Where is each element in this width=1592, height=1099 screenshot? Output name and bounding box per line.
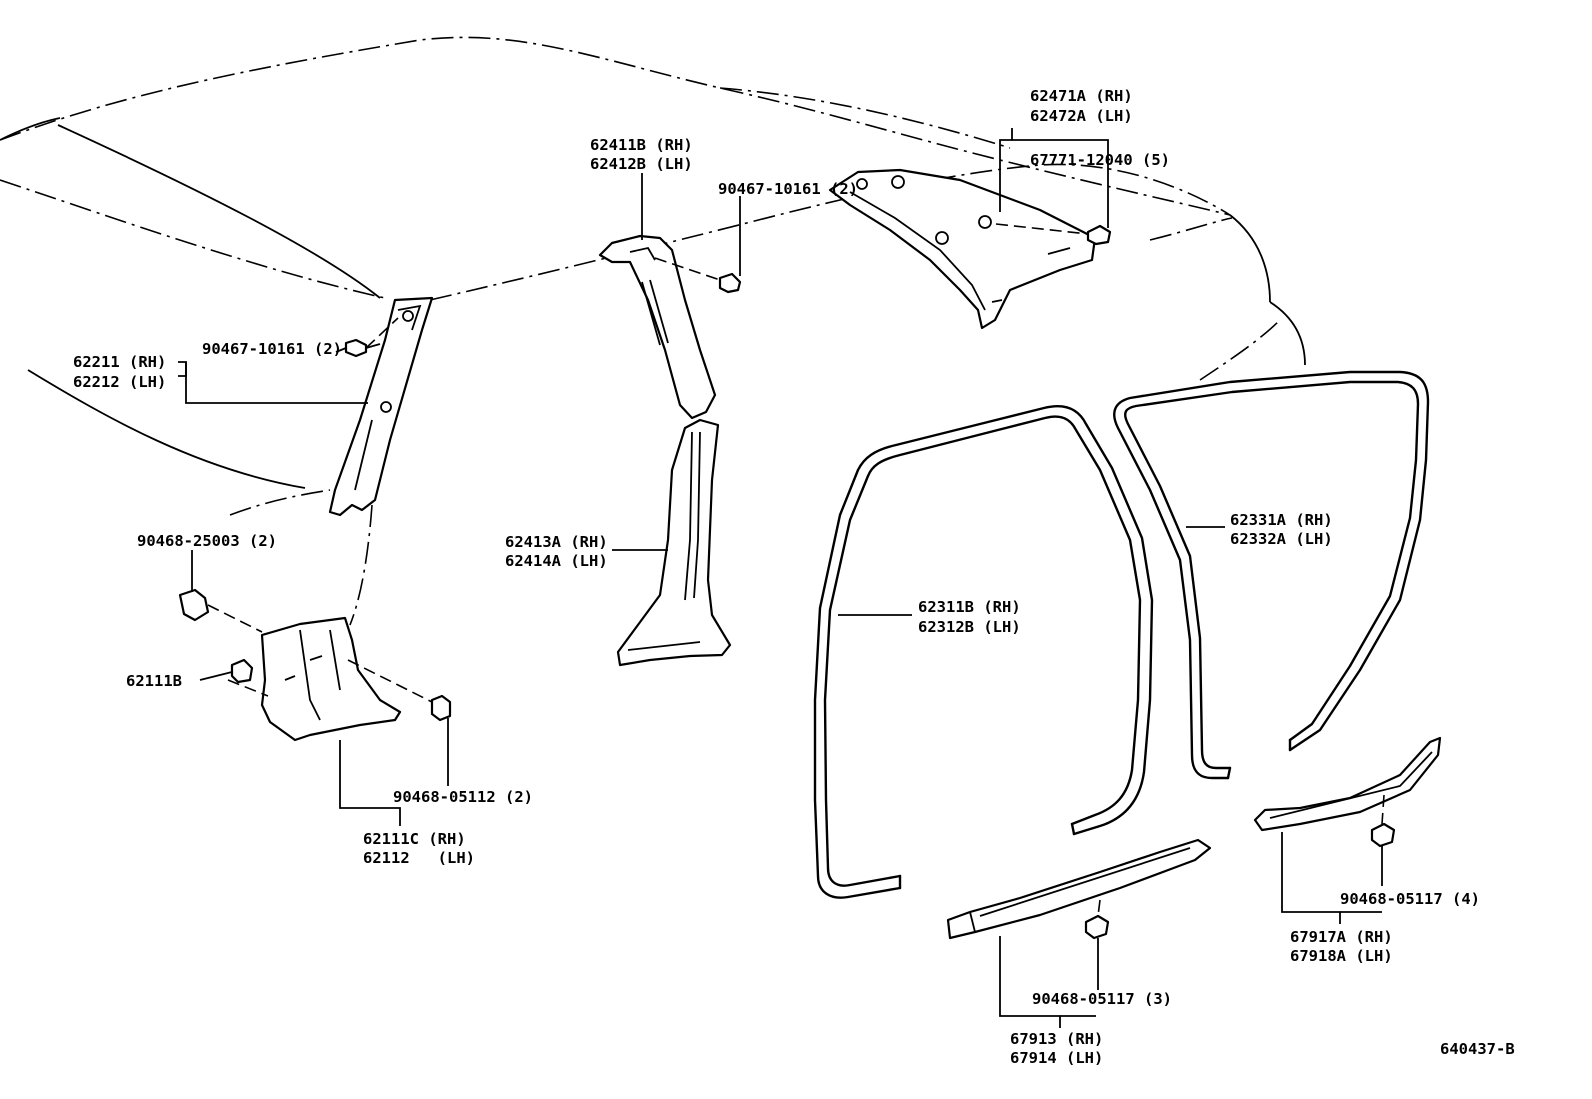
front-scuff-clip (1084, 914, 1110, 940)
label-rear-scuff-lh: 67918A (LH) (1290, 947, 1393, 965)
label-front-scuff-clip: 90468-05117 (3) (1032, 990, 1172, 1008)
label-clip-center: 90467-10161 (2) (718, 180, 858, 198)
front-scuff-plate (946, 838, 1212, 940)
center-pillar-upper-garnish (598, 234, 717, 420)
label-roof-side-rh: 62471A (RH) (1030, 87, 1133, 105)
cowl-clip-25003-guide (207, 604, 263, 633)
label-rear-weatherstrip-rh: 62331A (RH) (1230, 511, 1333, 529)
label-front-pillar-lh: 62212 (LH) (73, 373, 166, 391)
label-center-upper-rh: 62411B (RH) (590, 136, 693, 154)
label-front-scuff-rh: 67913 (RH) (1010, 1030, 1103, 1048)
rear-door-weatherstrip (1113, 370, 1430, 780)
label-front-pillar-rh: 62211 (RH) (73, 353, 166, 371)
label-rear-scuff-rh: 67917A (RH) (1290, 928, 1393, 946)
cowl-clip-05112-guide (347, 659, 433, 703)
label-cowl-rh: 62111C (RH) (363, 830, 466, 848)
roof-side-clip (1086, 224, 1112, 246)
cowl-screw-guide (227, 679, 269, 697)
cowl-clip-25003 (178, 588, 210, 622)
label-front-pillar-clip: 90467-10161 (2) (202, 340, 342, 358)
label-center-lower-rh: 62413A (RH) (505, 533, 608, 551)
label-clip-67771: 67771-12040 (5) (1030, 151, 1170, 169)
rear-scuff-clip (1370, 822, 1396, 848)
cowl-side-trim (260, 616, 402, 742)
label-clip-05112: 90468-05112 (2) (393, 788, 533, 806)
center-pillar-clip (718, 272, 742, 294)
front-door-weatherstrip (813, 404, 1154, 899)
rear-scuff-plate (1253, 736, 1442, 832)
label-rear-weatherstrip-lh: 62332A (LH) (1230, 530, 1333, 548)
roof-side-clip-guide (995, 223, 1089, 235)
front-pillar-clip-guide (365, 317, 399, 349)
leader-lines (178, 128, 1383, 1028)
cowl-screw-62111b (230, 658, 254, 684)
label-clip-25003: 90468-25003 (2) (137, 532, 277, 550)
cowl-clip-05112 (430, 694, 452, 722)
label-screw-62111b: 62111B (126, 672, 182, 690)
label-front-weatherstrip-lh: 62312B (LH) (918, 618, 1021, 636)
front-pillar-garnish (328, 296, 434, 517)
label-center-lower-lh: 62414A (LH) (505, 552, 608, 570)
front-pillar-clip (344, 338, 381, 358)
label-cowl-lh: 62112 (LH) (363, 849, 475, 867)
diagram-id: 640437-B (1440, 1040, 1515, 1058)
label-roof-side-lh: 62472A (LH) (1030, 107, 1133, 125)
center-pillar-lower-garnish (616, 418, 732, 667)
rear-scuff-clip-guide (1381, 794, 1385, 825)
front-scuff-clip-guide (1097, 899, 1101, 917)
label-front-weatherstrip-rh: 62311B (RH) (918, 598, 1021, 616)
label-front-scuff-lh: 67914 (LH) (1010, 1049, 1103, 1067)
roof-side-garnish (828, 168, 1097, 330)
label-rear-scuff-clip: 90468-05117 (4) (1340, 890, 1480, 908)
center-pillar-clip-guide (654, 257, 721, 281)
label-center-upper-lh: 62412B (LH) (590, 155, 693, 173)
callout-labels: 62471A (RH) 62472A (LH) 67771-12040 (5) … (73, 87, 1515, 1067)
